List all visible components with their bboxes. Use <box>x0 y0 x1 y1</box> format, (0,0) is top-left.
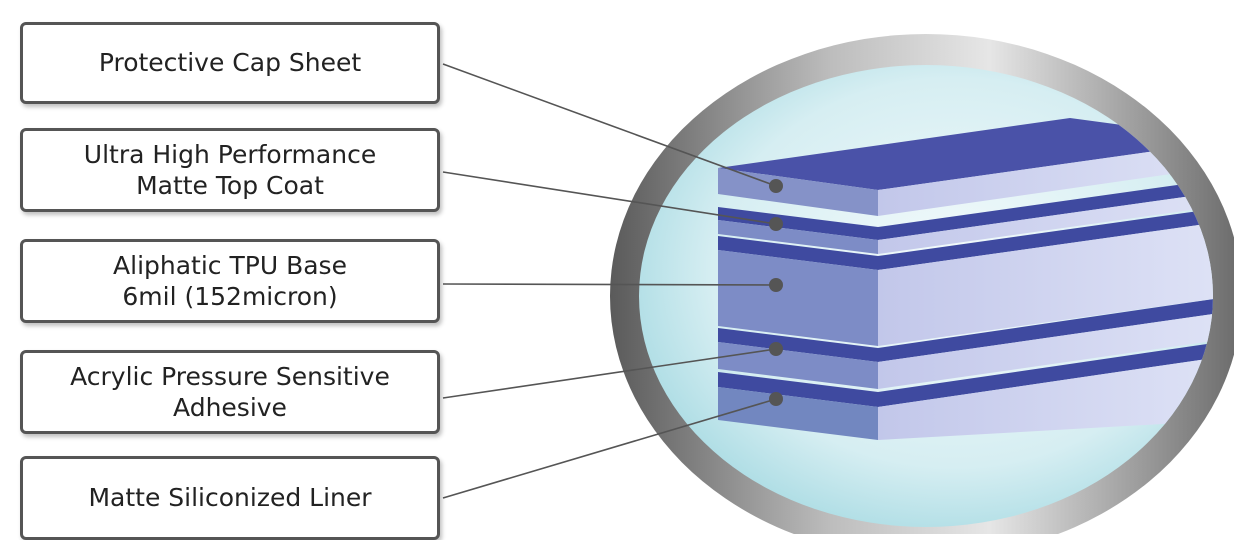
label-topcoat-line-2: Matte Top Coat <box>136 171 324 200</box>
label-liner-line-1: Matte Siliconized Liner <box>88 483 372 513</box>
leader-line-tpu <box>442 283 777 286</box>
leader-line-topcoat <box>442 171 777 225</box>
layer-adhesive <box>718 296 1213 389</box>
label-box-topcoat: Ultra High Performance Matte Top Coat <box>20 128 440 212</box>
layer-topcoat <box>718 177 1213 254</box>
label-box-liner: Matte Siliconized Liner <box>20 456 440 540</box>
label-tpu-line-1: Aliphatic TPU Base <box>113 250 347 280</box>
layer-stack <box>718 118 1213 440</box>
label-box-cap: Protective Cap Sheet <box>20 22 440 104</box>
leader-line-cap <box>442 63 777 187</box>
anchor-dot-liner <box>769 392 783 406</box>
label-adhesive-line-1: Acrylic Pressure Sensitive <box>70 361 390 391</box>
label-adhesive-line-2: Adhesive <box>173 393 287 422</box>
label-box-tpu: Aliphatic TPU Base 6mil (152micron) <box>20 239 440 323</box>
anchor-dot-adhesive <box>769 342 783 356</box>
label-tpu-line-2: 6mil (152micron) <box>122 282 338 311</box>
anchor-dot-tpu <box>769 278 783 292</box>
label-topcoat-line-1: Ultra High Performance <box>83 139 377 169</box>
leader-line-adhesive <box>442 348 777 399</box>
label-cap-line-1: Protective Cap Sheet <box>98 48 362 78</box>
leader-line-liner <box>442 398 777 499</box>
layer-liner <box>718 340 1213 440</box>
label-box-adhesive: Acrylic Pressure Sensitive Adhesive <box>20 350 440 434</box>
anchor-dot-cap <box>769 179 783 193</box>
layer-tpu <box>718 206 1213 346</box>
anchor-dots <box>769 179 783 406</box>
anchor-dot-topcoat <box>769 217 783 231</box>
leader-lines <box>442 63 777 499</box>
